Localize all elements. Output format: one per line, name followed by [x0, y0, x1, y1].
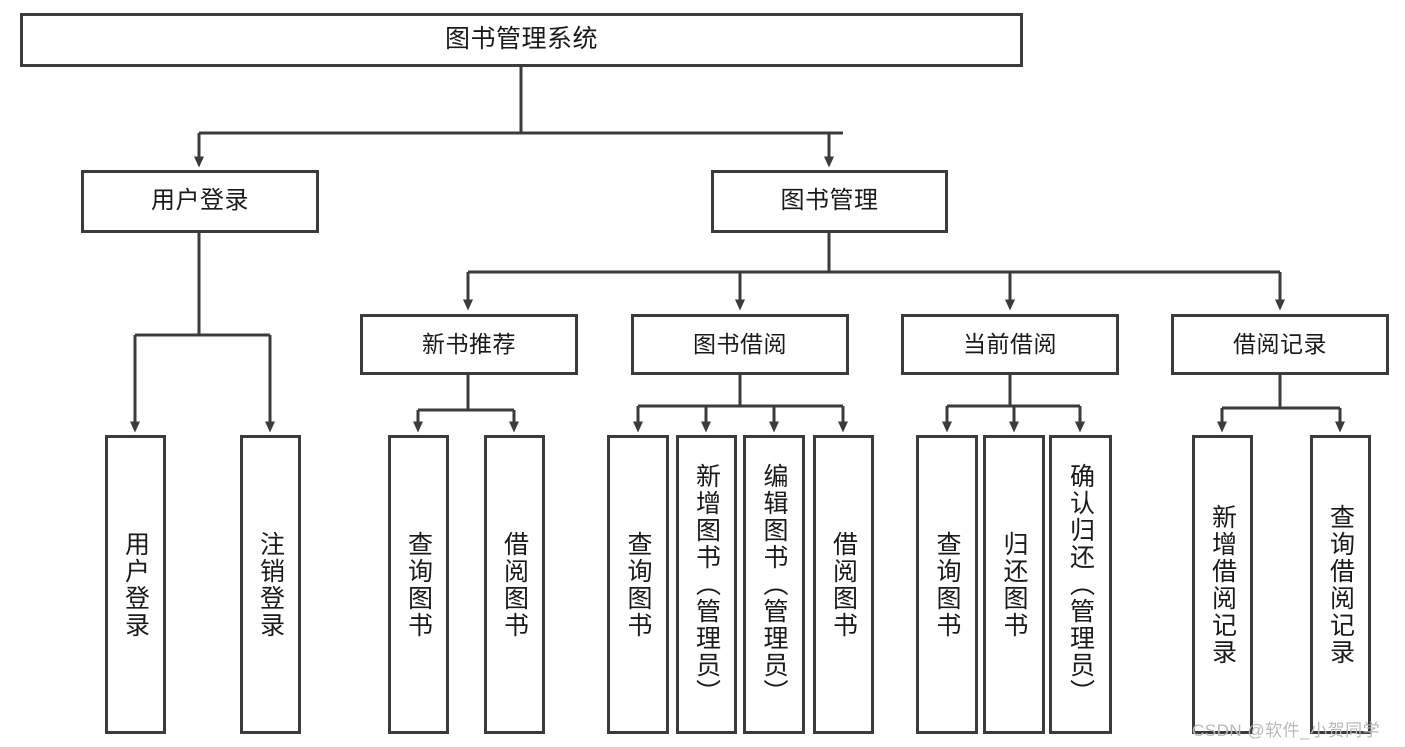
- leaf-user-login-signout[interactable]: 注销登录: [240, 435, 301, 734]
- node-label: 查询图书: [624, 530, 652, 639]
- node-label: 归还图书: [1000, 530, 1028, 639]
- node-current-borrow[interactable]: 当前借阅: [901, 314, 1119, 375]
- node-label: 用户登录: [121, 530, 150, 639]
- leaf-bookborrow-edit-book-admin[interactable]: 编辑图书（管理员）: [743, 435, 805, 734]
- node-label: 确认归还（管理员）: [1066, 463, 1095, 706]
- leaf-newbook-borrow-book[interactable]: 借阅图书: [484, 435, 545, 734]
- leaf-bookborrow-add-book-admin[interactable]: 新增图书（管理员）: [676, 435, 737, 734]
- node-label: 新增借阅记录: [1208, 503, 1237, 666]
- leaf-borrowrecord-add-record[interactable]: 新增借阅记录: [1192, 435, 1253, 734]
- leaf-currentborrow-return-book[interactable]: 归还图书: [983, 435, 1045, 734]
- leaf-borrowrecord-query-record[interactable]: 查询借阅记录: [1310, 435, 1371, 734]
- leaf-newbook-query-book[interactable]: 查询图书: [388, 435, 449, 734]
- node-new-book-recommend[interactable]: 新书推荐: [360, 314, 578, 375]
- node-label: 注销登录: [256, 530, 285, 639]
- leaf-bookborrow-query-book[interactable]: 查询图书: [607, 435, 669, 734]
- node-label: 用户登录: [151, 187, 249, 215]
- leaf-currentborrow-confirm-return-admin[interactable]: 确认归还（管理员）: [1049, 435, 1112, 734]
- leaf-bookborrow-borrow-book[interactable]: 借阅图书: [813, 435, 874, 734]
- node-book-management[interactable]: 图书管理: [711, 170, 948, 233]
- leaf-currentborrow-query-book[interactable]: 查询图书: [916, 435, 978, 734]
- node-root-system[interactable]: 图书管理系统: [20, 13, 1023, 67]
- node-borrow-record[interactable]: 借阅记录: [1171, 314, 1389, 375]
- node-user-login[interactable]: 用户登录: [81, 170, 319, 233]
- node-label: 新书推荐: [422, 330, 516, 357]
- leaf-user-login-signin[interactable]: 用户登录: [105, 435, 166, 734]
- node-label: 查询图书: [933, 530, 961, 639]
- node-label: 查询图书: [404, 530, 433, 639]
- node-label: 图书借阅: [693, 330, 787, 357]
- node-label: 查询借阅记录: [1326, 503, 1355, 666]
- node-label: 当前借阅: [963, 330, 1057, 357]
- node-label: 借阅图书: [500, 530, 529, 639]
- node-label: 新增图书（管理员）: [692, 463, 721, 706]
- node-label: 图书管理: [780, 187, 879, 215]
- node-label: 图书管理系统: [444, 25, 598, 54]
- csdn-watermark: CSDN @软件_小贺同学: [1192, 721, 1381, 740]
- node-book-borrow[interactable]: 图书借阅: [631, 314, 849, 375]
- node-label: 编辑图书（管理员）: [760, 463, 788, 706]
- node-label: 借阅记录: [1233, 330, 1327, 357]
- node-label: 借阅图书: [829, 530, 858, 639]
